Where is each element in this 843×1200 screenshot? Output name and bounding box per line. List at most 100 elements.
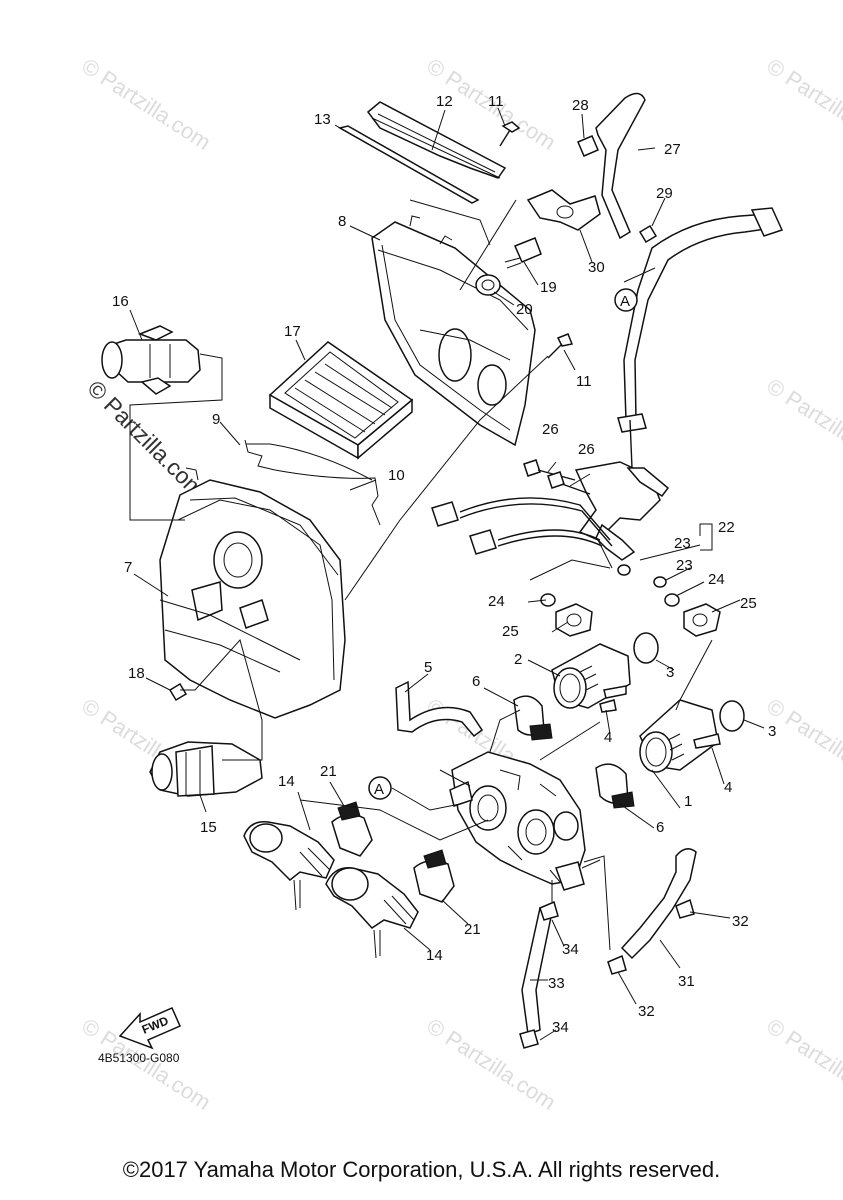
callout-23: 23 (674, 535, 691, 552)
reference-marker-label: A (374, 781, 384, 798)
part-18-bolt (168, 682, 188, 702)
diagram-code: 4B51300-G080 (98, 1051, 180, 1065)
part-23-oring (653, 576, 667, 588)
callout-18: 18 (128, 665, 145, 682)
reference-markers: A A (368, 288, 638, 800)
callout-34: 34 (552, 1019, 569, 1036)
callout-34: 34 (562, 941, 579, 958)
callout-31: 31 (678, 973, 695, 990)
part-32-clip (607, 954, 627, 975)
callout-21: 21 (464, 921, 481, 938)
part-34-clip (519, 1029, 539, 1049)
callout-15: 15 (200, 819, 217, 836)
part-25-holder (683, 603, 721, 637)
part-4-screw (599, 699, 617, 713)
part-4-screw (693, 733, 721, 749)
parts-artwork: FWD (101, 92, 784, 1050)
callouts: 1 2 3 3 4 4 5 6 6 7 8 9 10 11 11 12 13 1… (112, 93, 776, 1036)
part-4-screw (603, 685, 627, 699)
callout-26: 26 (578, 441, 595, 458)
callout-25: 25 (502, 623, 519, 640)
reference-marker-circle (614, 288, 638, 312)
part-26-bolt (523, 459, 541, 477)
callout-11: 11 (488, 93, 504, 110)
watermark-text: © Partzilla.com (762, 53, 843, 155)
callout-11: 11 (576, 373, 592, 390)
part-20-grommet (475, 274, 501, 296)
callout-13: 13 (314, 111, 331, 128)
callout-3: 3 (768, 723, 776, 740)
fwd-arrow: FWD (118, 1007, 181, 1050)
callout-9: 9 (212, 411, 220, 428)
part-33-hose (521, 907, 553, 1035)
callout-3: 3 (666, 664, 674, 681)
callout-10: 10 (388, 467, 405, 484)
callout-22: 22 (718, 519, 735, 536)
part-breather-hose-A (623, 213, 773, 421)
reference-marker-circle (368, 776, 392, 800)
part-34-clip (539, 900, 559, 921)
callout-17: 17 (284, 323, 301, 340)
connector-lower (469, 529, 497, 555)
callout-14: 14 (426, 947, 443, 964)
callout-1: 1 (684, 793, 692, 810)
part-3-oring (633, 632, 659, 664)
callout-24: 24 (488, 593, 505, 610)
callout-4: 4 (604, 729, 612, 746)
callout-12: 12 (436, 93, 453, 110)
callout-27: 27 (664, 141, 681, 158)
reference-marker-label: A (620, 293, 630, 310)
callout-32: 32 (732, 913, 749, 930)
part-21-clamp (331, 814, 373, 857)
callout-19: 19 (540, 279, 557, 296)
callout-2: 2 (514, 651, 522, 668)
part-10-gasket (246, 443, 373, 481)
callout-6: 6 (472, 673, 480, 690)
watermark-text-dark: © Partzilla.com (82, 375, 210, 503)
callout-32: 32 (638, 1003, 655, 1020)
part-27-hose (595, 92, 646, 240)
part-30-holder (526, 189, 601, 231)
callout-21: 21 (320, 763, 337, 780)
callout-16: 16 (112, 293, 129, 310)
callout-30: 30 (588, 259, 605, 276)
callout-29: 29 (656, 185, 673, 202)
part-11-screw (501, 121, 521, 133)
callout-23: 23 (676, 557, 693, 574)
callout-7: 7 (124, 559, 132, 576)
callout-8: 8 (338, 213, 346, 230)
part-28-clip (577, 135, 599, 157)
watermark-text: © Partzilla.com (77, 53, 215, 155)
callout-25: 25 (740, 595, 757, 612)
watermark-text: © Partzilla.com (762, 1013, 843, 1115)
callout-5: 5 (424, 659, 432, 676)
part-9-seal (244, 439, 381, 526)
part-25-holder (555, 603, 593, 637)
part-31-hose (620, 848, 697, 960)
callout-20: 20 (516, 301, 533, 318)
callout-26: 26 (542, 421, 559, 438)
callout-14: 14 (278, 773, 295, 790)
copyright-notice: ©2017 Yamaha Motor Corporation, U.S.A. A… (122, 1157, 721, 1182)
callout-24: 24 (708, 571, 725, 588)
part-23-oring (617, 564, 631, 576)
part-3-oring (719, 700, 745, 732)
callout-4: 4 (724, 779, 732, 796)
part-24-oring (664, 593, 680, 607)
watermark-text: © Partzilla.com (762, 373, 843, 475)
callout-28: 28 (572, 97, 589, 114)
part-32-clip (675, 898, 695, 919)
part-12-cover (366, 101, 507, 179)
part-7-case (159, 479, 346, 719)
part-13-seal (338, 125, 480, 204)
part-11-screw (556, 333, 574, 347)
part-5-hose (395, 680, 484, 738)
connector-upper (431, 501, 459, 527)
part-29-clamp (638, 224, 658, 244)
callout-6: 6 (656, 819, 664, 836)
leader-lines (129, 107, 765, 1041)
part-24-oring (540, 593, 556, 607)
callout-33: 33 (548, 975, 565, 992)
part-19-sensor (514, 237, 542, 263)
